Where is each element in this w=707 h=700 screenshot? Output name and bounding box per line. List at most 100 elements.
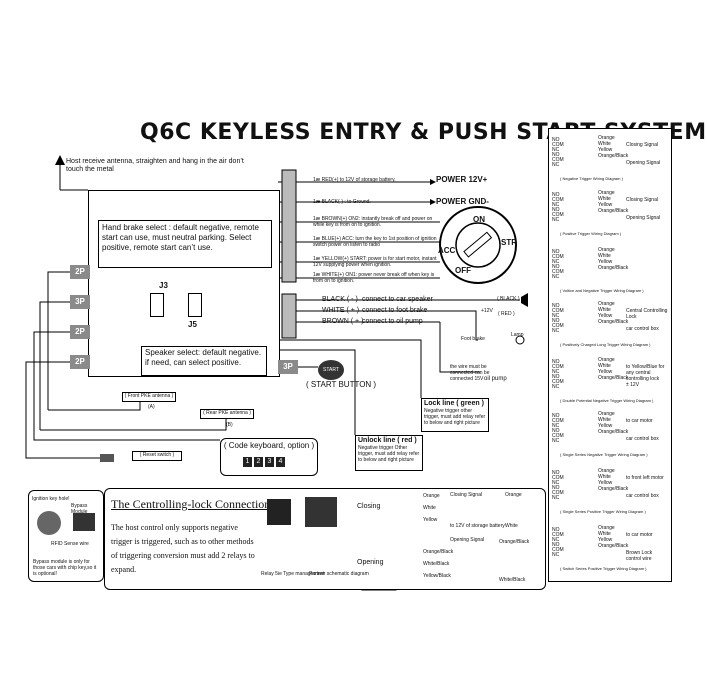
panel-pin-label: NO <box>552 318 560 324</box>
lock-line-title: Lock line ( green ) <box>424 400 484 407</box>
connector-2p-mid[interactable]: 2P <box>70 325 90 339</box>
unlock-line-desc: Negative trigger Other trigger, must add… <box>358 445 420 463</box>
oil-pump-wire <box>439 322 480 373</box>
panel-pin-label: NC <box>552 369 560 375</box>
power-wire-label: 1æ RED(+) to 12V of storage battery. <box>313 177 396 183</box>
antenna-arrow <box>55 155 65 165</box>
panel-wire-color: Yellow <box>598 259 613 265</box>
panel-pin-label: COM <box>552 308 564 314</box>
panel-wire-color: Yellow <box>598 202 613 208</box>
panel-wire-color: Orange <box>598 411 615 417</box>
panel-wire-color: White <box>598 474 611 480</box>
panel-pin-label: NC <box>552 217 560 223</box>
panel-signal-2: ± 12V <box>626 382 640 388</box>
panel-pin-label: NO <box>552 359 560 365</box>
relay-image-2 <box>305 497 337 527</box>
start-button-knob[interactable]: START <box>318 360 344 380</box>
brake-wire <box>440 310 478 341</box>
lock-line-wire <box>278 339 422 398</box>
closing-pin-3: Yellow <box>423 517 438 523</box>
panel-wire-color: White <box>598 196 611 202</box>
power-connector <box>281 169 297 283</box>
panel-pin-label: NO <box>552 207 560 213</box>
panel-wire-color: White <box>598 141 611 147</box>
connector-2p-low[interactable]: 2P <box>70 355 90 369</box>
output-wire-text: connect to car speaker <box>362 296 433 303</box>
panel-wire-color: Yellow <box>598 313 613 319</box>
panel-pin-label: COM <box>552 364 564 370</box>
panel-wire-color: Orange/Black <box>598 265 629 271</box>
closing-pin-1: Orange <box>423 493 440 499</box>
panel-caption: ( Double Potential Negative Trigger Wiri… <box>560 398 654 403</box>
panel-pin-label: NC <box>552 423 560 429</box>
panel-pin-label: NC <box>552 328 560 334</box>
panel-signal-2: Opening Signal <box>626 215 661 221</box>
bypass-module-image <box>73 513 95 531</box>
panel-pin-label: COM <box>552 418 564 424</box>
right-label-2: White <box>505 523 518 529</box>
jumper-j3-block[interactable] <box>150 293 164 317</box>
reset-switch-icon <box>100 454 114 462</box>
connector-3p-start[interactable]: 3P <box>278 360 298 374</box>
connector-3p[interactable]: 3P <box>70 295 90 309</box>
panel-pin-label: COM <box>552 254 564 260</box>
relay-caption: Relay 5ie Type management <box>261 571 325 577</box>
start-button-label: ( START BUTTON ) <box>306 380 377 389</box>
panel-wire-color: Orange/Black <box>598 429 629 435</box>
panel-pin-label: NC <box>552 274 560 280</box>
panel-caption: ( Switch Series Positive Trigger Wiring … <box>560 566 647 571</box>
reset-switch[interactable]: ( Reset switch ) <box>132 451 182 461</box>
panel-wire-color: Orange <box>598 468 615 474</box>
panel-pin-label: NC <box>552 313 560 319</box>
panel-wire-color: Yellow <box>598 537 613 543</box>
panel-pin-label: NC <box>552 552 560 558</box>
panel-wire-color: Orange <box>598 525 615 531</box>
panel-pin-label: NO <box>552 413 560 419</box>
panel-caption: ( Positively Charged Long Trigger Wiring… <box>560 342 651 347</box>
opening-pin-2: White/Black <box>423 561 450 567</box>
keypad-key-2[interactable]: 2 <box>254 457 263 467</box>
front-antenna-lead <box>48 400 141 411</box>
speaker-note: Speaker select: default negative. if nee… <box>141 346 267 376</box>
keypad-key-3[interactable]: 3 <box>265 457 274 467</box>
unlock-line-title: Unlock line ( red ) <box>358 437 417 444</box>
panel-pin-label: COM <box>552 157 564 163</box>
panel-pin-label: NO <box>552 374 560 380</box>
output-wire-color: BLACK ( - ) <box>322 296 358 303</box>
panel-pin-label: NC <box>552 438 560 444</box>
ignition-on-label: ON <box>473 215 485 224</box>
jumper-j5-label: J5 <box>188 320 197 329</box>
panel-pin-label: NO <box>552 527 560 533</box>
panel-pin-label: NO <box>552 137 560 143</box>
ignition-acc-label: ACC <box>438 246 456 255</box>
output-wire-text: connect to foot brake <box>362 307 428 314</box>
jumper-j5-block[interactable] <box>188 293 202 317</box>
panel-pin-label: COM <box>552 212 564 218</box>
unlock-line-box: Unlock line ( red ) Negative trigger Oth… <box>355 435 423 471</box>
panel-pin-label: NC <box>552 202 560 208</box>
schematic-caption: Partner schematic diagram <box>309 571 369 577</box>
bypass-note: Bypass module is only for those cars wit… <box>33 559 97 577</box>
rear-pke-antenna: ( Rear PKE antenna ) <box>200 409 254 419</box>
power-wire-label: 1æ WHITE(+) ON1: power never break off w… <box>313 272 435 284</box>
closing-signal-label: Closing Signal <box>450 492 482 498</box>
panel-wire-color: White <box>598 363 611 369</box>
right-label-1: Orange <box>505 492 522 498</box>
panel-wire-color: Orange/Black <box>598 543 629 549</box>
output-wire-text: connect to oil pump <box>362 318 423 325</box>
keypad-key-1[interactable]: 1 <box>243 457 252 467</box>
panel-pin-label: NO <box>552 485 560 491</box>
panel-wire-color: Orange/Black <box>598 375 629 381</box>
keypad-key-4[interactable]: 4 <box>276 457 285 467</box>
panel-signal-1: Central Controlling Lock <box>626 308 668 320</box>
panel-signal-2: car control box <box>626 326 659 332</box>
panel-pin-label: NC <box>552 537 560 543</box>
panel-pin-label: NO <box>552 192 560 198</box>
panel-pin-label: COM <box>552 269 564 275</box>
connector-2p-top[interactable]: 2P <box>70 265 90 279</box>
panel-pin-label: COM <box>552 475 564 481</box>
panel-pin-label: NC <box>552 480 560 486</box>
panel-signal-2: Brown Lock control wire <box>626 550 653 562</box>
code-keypad: 1 2 3 4 <box>243 457 285 467</box>
opening-pin-3: Yellow/Black <box>423 573 451 579</box>
